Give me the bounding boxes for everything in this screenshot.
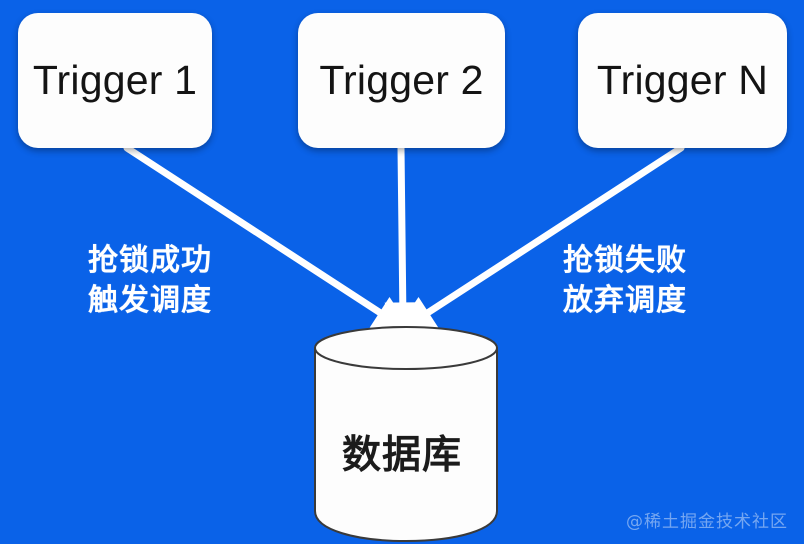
edge-label-lock-failure-line2: 放弃调度 [563,282,687,318]
edge-trigger1-to-database [123,144,415,336]
watermark: @稀土掘金技术社区 [626,512,788,532]
edge-label-lock-failure-line1: 抢锁失败 [563,243,687,278]
edge-label-lock-success-line2: 触发调度 [88,282,212,318]
database-cylinder[interactable] [308,325,504,544]
edge-trigger2-to-database [384,144,421,345]
database-cylinder-body [314,347,498,543]
trigger-node-3[interactable]: Trigger N [578,13,787,148]
trigger-node-3-label: Trigger N [596,57,769,103]
edge-triggerN-to-database [393,144,685,336]
edge-label-lock-success: 抢锁成功 触发调度 [88,241,212,321]
edge-label-lock-failure: 抢锁失败 放弃调度 [563,241,687,321]
trigger-node-1[interactable]: Trigger 1 [18,13,212,148]
trigger-node-2[interactable]: Trigger 2 [298,13,505,148]
database-label: 数据库 [341,433,462,478]
edge-label-lock-success-line1: 抢锁成功 [88,243,212,278]
trigger-node-2-label: Trigger 2 [319,57,484,103]
database-cylinder-top [314,326,498,370]
trigger-node-1-label: Trigger 1 [32,57,198,103]
